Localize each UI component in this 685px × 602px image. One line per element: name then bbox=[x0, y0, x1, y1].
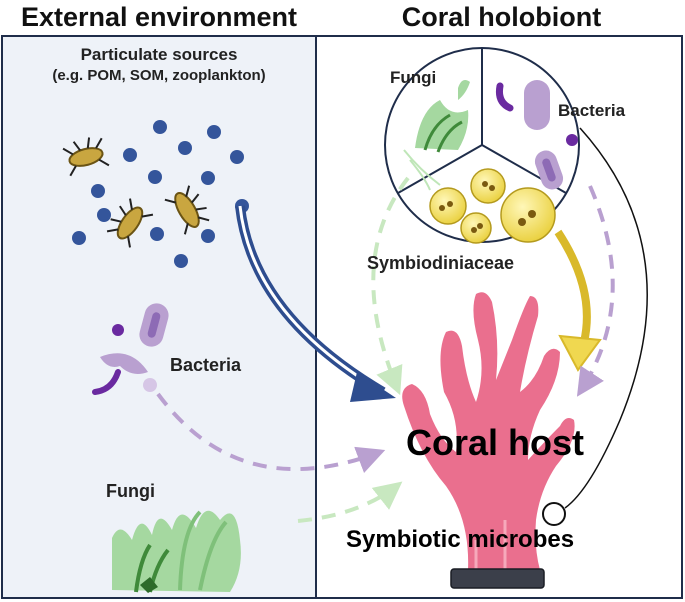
holobiont-fungi-arrow bbox=[371, 176, 410, 396]
external-environment-header: External environment bbox=[20, 2, 298, 32]
particulate-sources-title: Particulate sources bbox=[80, 45, 238, 64]
holobiont-bacteria-icon bbox=[496, 80, 578, 190]
symbiotic-microbes-link bbox=[564, 127, 648, 509]
zooplankton-icon bbox=[62, 137, 210, 248]
symbio-arrow bbox=[554, 229, 591, 343]
coral-base bbox=[450, 568, 545, 589]
particulate-arrow-core bbox=[238, 205, 384, 394]
particulate-sources-examples: (e.g. POM, SOM, zooplankton) bbox=[52, 67, 266, 84]
symbiodiniaceae-label: Symbiodiniaceae bbox=[367, 253, 515, 273]
coral-host-icon bbox=[402, 292, 575, 570]
coral-holobiont-header: Coral holobiont bbox=[401, 2, 602, 32]
symbiotic-microbes-label: Symbiotic microbes bbox=[346, 526, 575, 553]
external-fungi-icon bbox=[112, 510, 241, 593]
external-bacteria-label: Bacteria bbox=[170, 355, 242, 375]
external-fungi-label: Fungi bbox=[106, 481, 155, 501]
symbio-arrowhead bbox=[558, 334, 602, 372]
coral-host-label: Coral host bbox=[406, 422, 585, 463]
external-bacteria-icon bbox=[92, 303, 169, 395]
particulate-dots bbox=[72, 120, 249, 268]
symbiodiniaceae-cells bbox=[429, 168, 556, 244]
external-fungi-arrow bbox=[297, 481, 403, 523]
symbiotic-microbes-magnifier bbox=[542, 502, 566, 526]
external-bacteria-arrow bbox=[156, 392, 386, 474]
holobiont-bacteria-label: Bacteria bbox=[558, 101, 626, 120]
holobiont-microbes-circle bbox=[384, 47, 580, 244]
holobiont-fungi-label: Fungi bbox=[390, 68, 437, 87]
holobiont-bacteria-arrow bbox=[576, 185, 615, 397]
holobiont-fungi-icon bbox=[403, 80, 470, 191]
